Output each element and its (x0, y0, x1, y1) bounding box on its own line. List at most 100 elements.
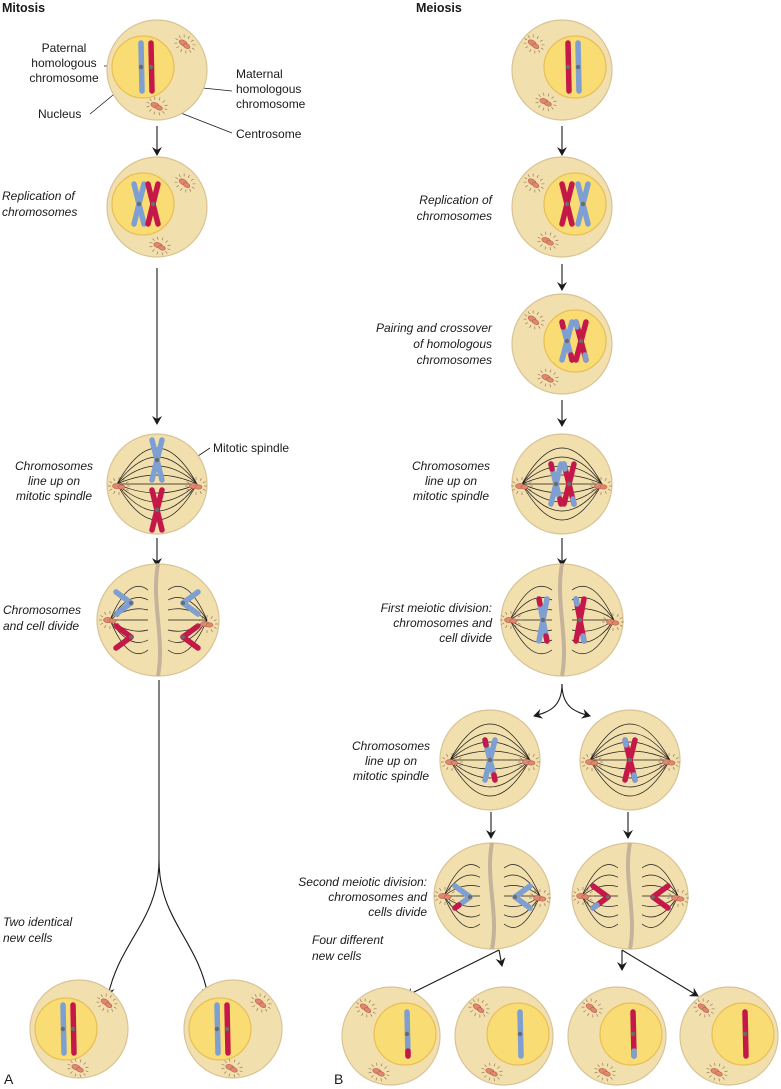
cell-meiosis-lineup-1 (439, 709, 541, 811)
centrosome (658, 753, 680, 771)
cell-mitosis-daughter-1 (29, 979, 129, 1079)
svg-text:Chromosomes: Chromosomes (3, 603, 81, 617)
centromere (154, 457, 160, 463)
centromere (136, 201, 142, 207)
chromatid (512, 883, 533, 900)
centromere (651, 895, 655, 899)
centrosome (693, 998, 715, 1018)
centromere (553, 481, 559, 487)
centrosome (185, 477, 207, 495)
centrosome (250, 993, 272, 1013)
svg-text:homologous: homologous (236, 82, 301, 96)
chromatid (180, 623, 201, 640)
chromatid (568, 352, 575, 363)
label-mitosis-result: Two identical new cells (3, 915, 72, 945)
centrosome (174, 34, 196, 54)
label-meiosis-lineup: Chromosomes line up on mitotic spindle (412, 459, 490, 503)
centromere (627, 757, 633, 763)
centromere (70, 1026, 76, 1032)
svg-text:Chromosomes: Chromosomes (412, 459, 490, 473)
panel-label-a: A (4, 1071, 14, 1087)
cell-meiosis-replicated (511, 156, 613, 258)
label-meiosis-result: Four different new cells (312, 933, 384, 963)
centromere (468, 895, 472, 899)
centrosome (529, 889, 551, 907)
centromere (224, 1026, 230, 1032)
svg-text:new cells: new cells (3, 931, 52, 945)
centromere (606, 895, 610, 899)
cleavage-furrow (626, 842, 634, 950)
heading-mitosis: Mitosis (2, 1, 45, 15)
svg-text:line up on: line up on (365, 754, 417, 768)
chromatid (482, 737, 489, 748)
chromatid (590, 902, 600, 911)
cell-mitosis-replicated (106, 156, 208, 258)
chromatid (548, 461, 555, 472)
centromere (513, 895, 517, 899)
svg-text:Second meiotic division:: Second meiotic division: (298, 875, 427, 889)
centromere (181, 601, 185, 605)
centrosome (146, 96, 168, 116)
svg-text:Two identical: Two identical (3, 915, 72, 929)
chromatid (650, 883, 671, 900)
chromatid (491, 772, 498, 783)
svg-text:chromosomes and: chromosomes and (393, 616, 492, 630)
flow-arrows (104, 126, 699, 997)
chromatid (557, 496, 564, 507)
svg-text:mitotic spindle: mitotic spindle (413, 489, 489, 503)
centrosome (368, 1062, 390, 1082)
centromere (517, 1031, 523, 1037)
centrosome (99, 611, 121, 629)
svg-text:line up on: line up on (28, 474, 80, 488)
svg-text:chromosomes: chromosomes (2, 205, 77, 219)
svg-text:chromosomes and: chromosomes and (328, 890, 427, 904)
svg-text:new cells: new cells (312, 949, 361, 963)
centrosome (221, 1058, 243, 1078)
centromere (578, 338, 584, 344)
centrosome (96, 993, 118, 1013)
cleavage-furrow (558, 563, 566, 677)
svg-text:Centrosome: Centrosome (236, 127, 302, 141)
chromatid (573, 596, 580, 607)
svg-text:chromosome: chromosome (236, 97, 306, 111)
svg-text:mitotic spindle: mitotic spindle (16, 489, 92, 503)
arrow (561, 683, 591, 719)
cleavage-furrow (488, 842, 496, 950)
label-meiosis-replication: Replication of chromosomes (417, 193, 494, 223)
cell-meiosis-pairing (511, 293, 613, 395)
cell-meiosis-final-2 (454, 986, 554, 1086)
svg-text:Maternal: Maternal (236, 67, 283, 81)
cell-meiosis-second-division-1 (433, 842, 551, 950)
chromatid (180, 634, 201, 651)
svg-text:chromosomes: chromosomes (417, 209, 492, 223)
svg-text:chromosome: chromosome (29, 71, 99, 85)
centromere (580, 201, 586, 207)
chromatid (573, 319, 580, 330)
centromere (154, 507, 160, 513)
chromatid (512, 894, 533, 911)
svg-text:and cell divide: and cell divide (3, 619, 79, 633)
chromatid (580, 633, 587, 644)
arrow (621, 949, 699, 997)
heading-meiosis: Meiosis (416, 1, 462, 15)
arrow (405, 949, 500, 997)
cell-meiosis-initial (511, 19, 613, 121)
chromatid (622, 737, 629, 748)
centromere (630, 1031, 636, 1037)
cells-layer (29, 19, 779, 1086)
nucleus (543, 309, 607, 373)
chromatid (113, 623, 134, 640)
label-meiosis-first-division: First meiotic division: chromosomes and … (381, 601, 493, 645)
svg-text:homologous: homologous (31, 56, 96, 70)
centrosome (174, 173, 196, 193)
svg-text:Chromosomes: Chromosomes (15, 459, 93, 473)
svg-text:First meiotic division:: First meiotic division: (381, 601, 492, 615)
svg-text:Paternal: Paternal (42, 41, 87, 55)
svg-text:Mitotic spindle: Mitotic spindle (213, 441, 289, 455)
cell-mitosis-dividing (96, 563, 220, 677)
centromere (487, 757, 493, 763)
arrow (495, 949, 506, 967)
centrosome (581, 753, 603, 771)
svg-text:Four different: Four different (312, 933, 384, 947)
